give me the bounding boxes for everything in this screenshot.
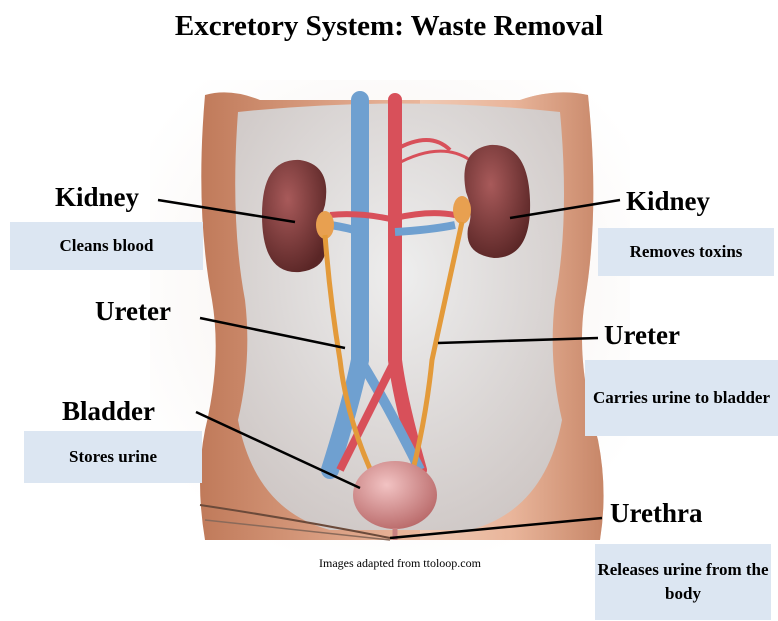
box-ureter-right: Carries urine to bladder xyxy=(585,360,778,436)
kidney-right-shape xyxy=(464,145,530,258)
label-kidney-right: Kidney xyxy=(626,186,710,217)
label-ureter-left: Ureter xyxy=(95,296,171,327)
label-ureter-right: Ureter xyxy=(604,320,680,351)
label-kidney-left: Kidney xyxy=(55,182,139,213)
kidney-left-shape xyxy=(262,160,326,272)
label-bladder: Bladder xyxy=(62,396,155,427)
label-urethra: Urethra xyxy=(610,498,702,529)
bladder-shape xyxy=(353,461,437,529)
box-urethra: Releases urine from the body xyxy=(595,544,771,620)
box-bladder: Stores urine xyxy=(24,431,202,483)
box-kidney-left: Cleans blood xyxy=(10,222,203,270)
box-kidney-right: Removes toxins xyxy=(598,228,774,276)
image-credit: Images adapted from ttoloop.com xyxy=(270,556,530,571)
